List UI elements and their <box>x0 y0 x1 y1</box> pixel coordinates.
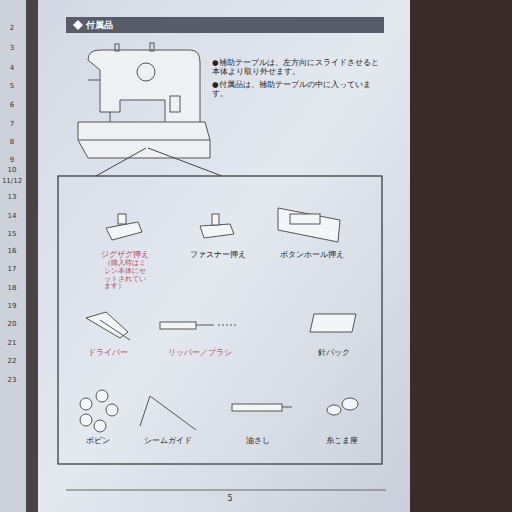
part-name: ジグザグ押え <box>101 250 149 259</box>
tab-number: 16 <box>8 247 17 255</box>
part-name: ドライバー <box>88 348 128 357</box>
tab-number: 11/12 <box>2 177 22 185</box>
tab-number: 19 <box>8 302 17 310</box>
tab-number: 2 <box>10 24 14 32</box>
tab-number: 5 <box>10 82 14 90</box>
note-text: ●補助テーブルは、左方向にスライドさせると本体より取り外せます。 <box>212 58 384 76</box>
tab-number: 7 <box>10 120 14 128</box>
tab-number: 6 <box>10 101 14 109</box>
part-name: ボタンホール押え <box>280 250 344 259</box>
part-name: ボビン <box>86 436 110 445</box>
tab-number: 23 <box>8 376 17 384</box>
tab-number: 15 <box>8 230 17 238</box>
part-note: （購入時はミシン本体にセットされています） <box>104 260 148 291</box>
part-name: シームガイド <box>144 436 192 445</box>
tab-number: 17 <box>8 265 17 273</box>
part-name: 針パック <box>318 348 350 357</box>
tab-number: 14 <box>8 212 17 220</box>
part-name: ファスナー押え <box>190 250 246 259</box>
tab-number: 9 <box>10 156 14 164</box>
part-name: 油さし <box>246 436 270 445</box>
tab-number: 3 <box>10 44 14 52</box>
tab-number: 8 <box>10 138 14 146</box>
page-number: 5 <box>227 494 232 504</box>
part-name: 糸こま座 <box>326 436 358 445</box>
part-name: リッパー／ブラシ <box>168 348 232 357</box>
tab-number: 13 <box>8 193 17 201</box>
note-text: ●付属品は、補助テーブルの中に入っています。 <box>212 80 384 98</box>
tab-number: 18 <box>8 284 17 292</box>
tab-number: 22 <box>8 357 17 365</box>
tab-number: 10 <box>8 166 17 174</box>
tab-number: 20 <box>8 320 17 328</box>
tab-number: 4 <box>10 64 14 72</box>
tab-number: 21 <box>8 339 17 347</box>
section-heading: 付属品 <box>86 18 113 32</box>
